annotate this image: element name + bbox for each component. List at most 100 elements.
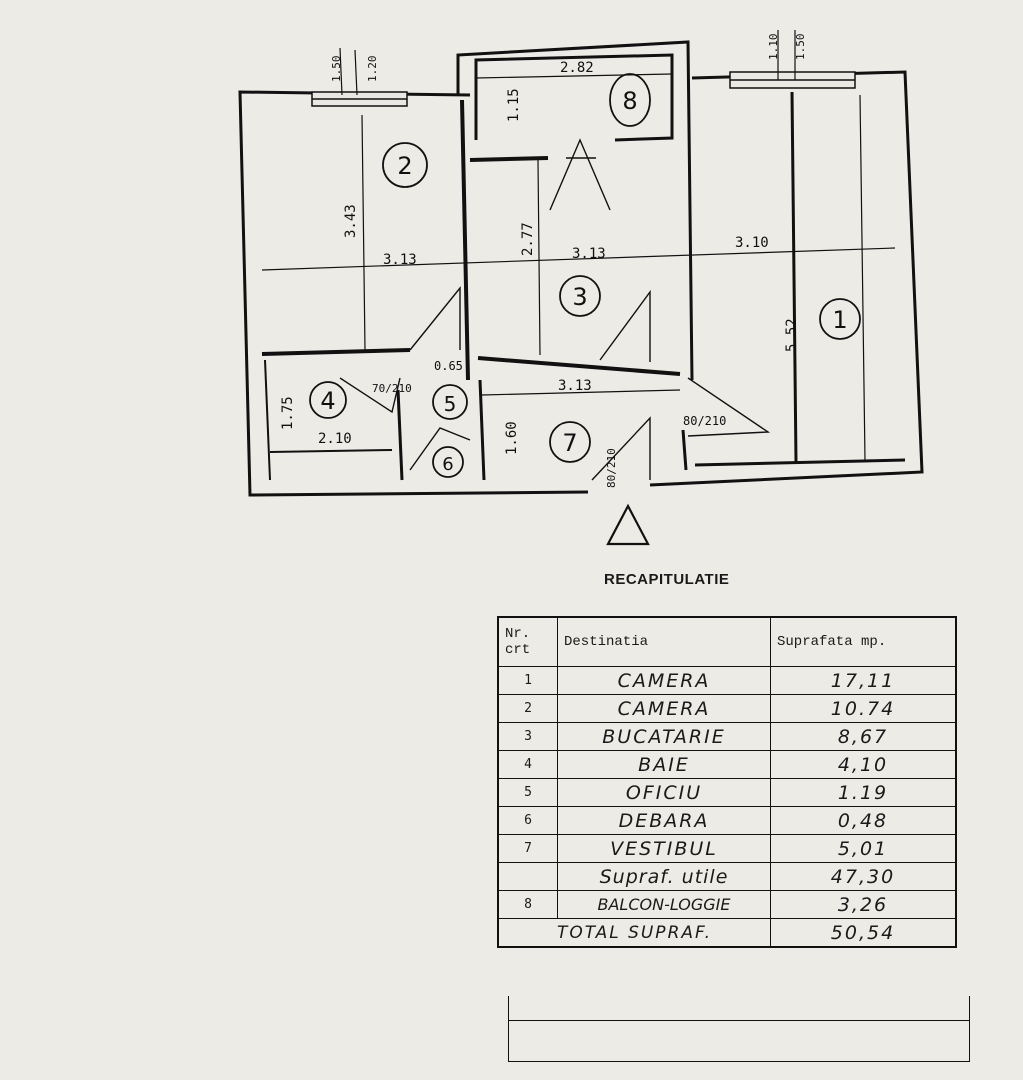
recap-title: RECAPITULATIE — [604, 571, 730, 588]
row-nr: 5 — [497, 778, 558, 807]
row-dest: BUCATARIE — [557, 722, 771, 751]
row-dest: BAIE — [557, 750, 771, 779]
row-dest: OFICIU — [557, 778, 771, 807]
dim-line-hall — [481, 389, 681, 396]
row-nr: 3 — [497, 722, 558, 751]
dim-line-loggia — [475, 73, 673, 79]
dim-room2-height: 3.43 — [343, 204, 359, 238]
room-circle-7 — [549, 421, 591, 463]
row-dest: CAMERA — [557, 666, 771, 695]
row-dest: CAMERA — [557, 694, 771, 723]
dim-door-room1: 80/210 — [683, 414, 726, 428]
dim-hall-width: 3.13 — [558, 378, 592, 394]
dim-room3-height: 2.77 — [520, 222, 536, 256]
row-nr — [497, 862, 558, 891]
wall-kitchen-top — [469, 156, 549, 162]
wall-bath-right — [396, 389, 404, 481]
dim-line-kitchen-vertical — [537, 159, 541, 356]
dim-hall-height: 1.60 — [504, 421, 520, 455]
row-val: 10.74 — [770, 694, 957, 723]
door-swing-bath — [339, 377, 401, 414]
room-number-6: 6 — [442, 454, 453, 475]
wall-kitchen-bottom — [477, 356, 681, 376]
dim-door-oficiu: 0.65 — [434, 359, 463, 373]
row-val: 17,11 — [770, 666, 957, 695]
wall-room1-bottom — [694, 458, 906, 467]
row-val: 0,48 — [770, 806, 957, 835]
dim-line-room2-vertical — [361, 114, 366, 351]
room-number-8: 8 — [622, 87, 637, 115]
row-dest: BALCON-LOGGIE — [557, 890, 771, 919]
dim-room2-width: 3.13 — [383, 252, 417, 268]
dim-window-left-a: 1.50 — [330, 56, 343, 83]
dim-window-right-a: 1.10 — [767, 34, 780, 61]
dim-window-left-b: 1.20 — [366, 56, 379, 83]
door-swing-kitchen — [599, 289, 651, 362]
room-circle-5 — [432, 384, 468, 420]
dim-bath-width: 2.10 — [318, 431, 352, 447]
row-dest: VESTIBUL — [557, 834, 771, 863]
loggia-inner-wall — [474, 53, 674, 142]
row-dest: Supraf. utile — [557, 862, 771, 891]
row-dest: DEBARA — [557, 806, 771, 835]
room-number-5: 5 — [444, 392, 457, 416]
dim-loggia-width: 2.82 — [560, 60, 594, 76]
room-circle-1 — [819, 298, 861, 340]
dim-bath-height: 1.75 — [280, 396, 296, 430]
row-nr: 1 — [497, 666, 558, 695]
wall-hall-left — [478, 379, 486, 481]
wall-bath-left — [264, 359, 271, 481]
door-swing-room1 — [687, 377, 771, 437]
room-number-1: 1 — [832, 306, 847, 334]
loggia-wall — [456, 40, 694, 381]
row-nr: 2 — [497, 694, 558, 723]
room-circle-6 — [432, 446, 464, 478]
dim-line-room1-vertical — [859, 94, 866, 461]
room-circle-4 — [309, 381, 347, 419]
blank-row — [508, 996, 970, 1021]
wall-hall-right — [681, 429, 688, 471]
row-val: 1.19 — [770, 778, 957, 807]
entrance-arrow-icon — [606, 503, 650, 546]
header-destinatie: Destinatia — [557, 616, 771, 667]
row-nr: 8 — [497, 890, 558, 919]
dim-loggia-depth: 1.15 — [506, 88, 522, 122]
room-circle-8 — [609, 73, 651, 127]
room-circle-2 — [382, 142, 428, 188]
dim-room1-width: 3.10 — [735, 235, 769, 251]
row-nr: 6 — [497, 806, 558, 835]
dim-window-right-b: 1.50 — [794, 34, 807, 61]
room-number-4: 4 — [320, 387, 335, 415]
row-val: 3,26 — [770, 890, 957, 919]
table-header-row: Nr. crt Destinatia Suprafata mp. — [497, 616, 957, 667]
table-total-row: TOTAL SUPRAF. 50,54 — [497, 918, 957, 948]
floor-plan: 1 2 3 4 5 6 7 8 2.82 1.15 3.43 3.13 2.77… — [238, 30, 924, 546]
door-swing-entrance — [591, 416, 651, 481]
row-val: 4,10 — [770, 750, 957, 779]
row-val: 8,67 — [770, 722, 957, 751]
row-val: 5,01 — [770, 834, 957, 863]
room-number-7: 7 — [562, 429, 577, 457]
room-number-2: 2 — [397, 152, 412, 180]
row-nr: 4 — [497, 750, 558, 779]
room-circle-3 — [559, 275, 601, 317]
dim-room3-width: 3.13 — [572, 246, 606, 262]
row-val: 47,30 — [770, 862, 957, 891]
dim-line-horizontal — [261, 247, 896, 271]
total-label: TOTAL SUPRAF. — [497, 918, 771, 948]
door-swing-loggia — [549, 138, 611, 211]
header-suprafata: Suprafata mp. — [770, 616, 957, 667]
wall-room1-left — [790, 91, 798, 463]
blank-row — [508, 1021, 970, 1062]
wall-bath-bottom — [269, 449, 393, 453]
door-swing-debara — [409, 427, 471, 471]
